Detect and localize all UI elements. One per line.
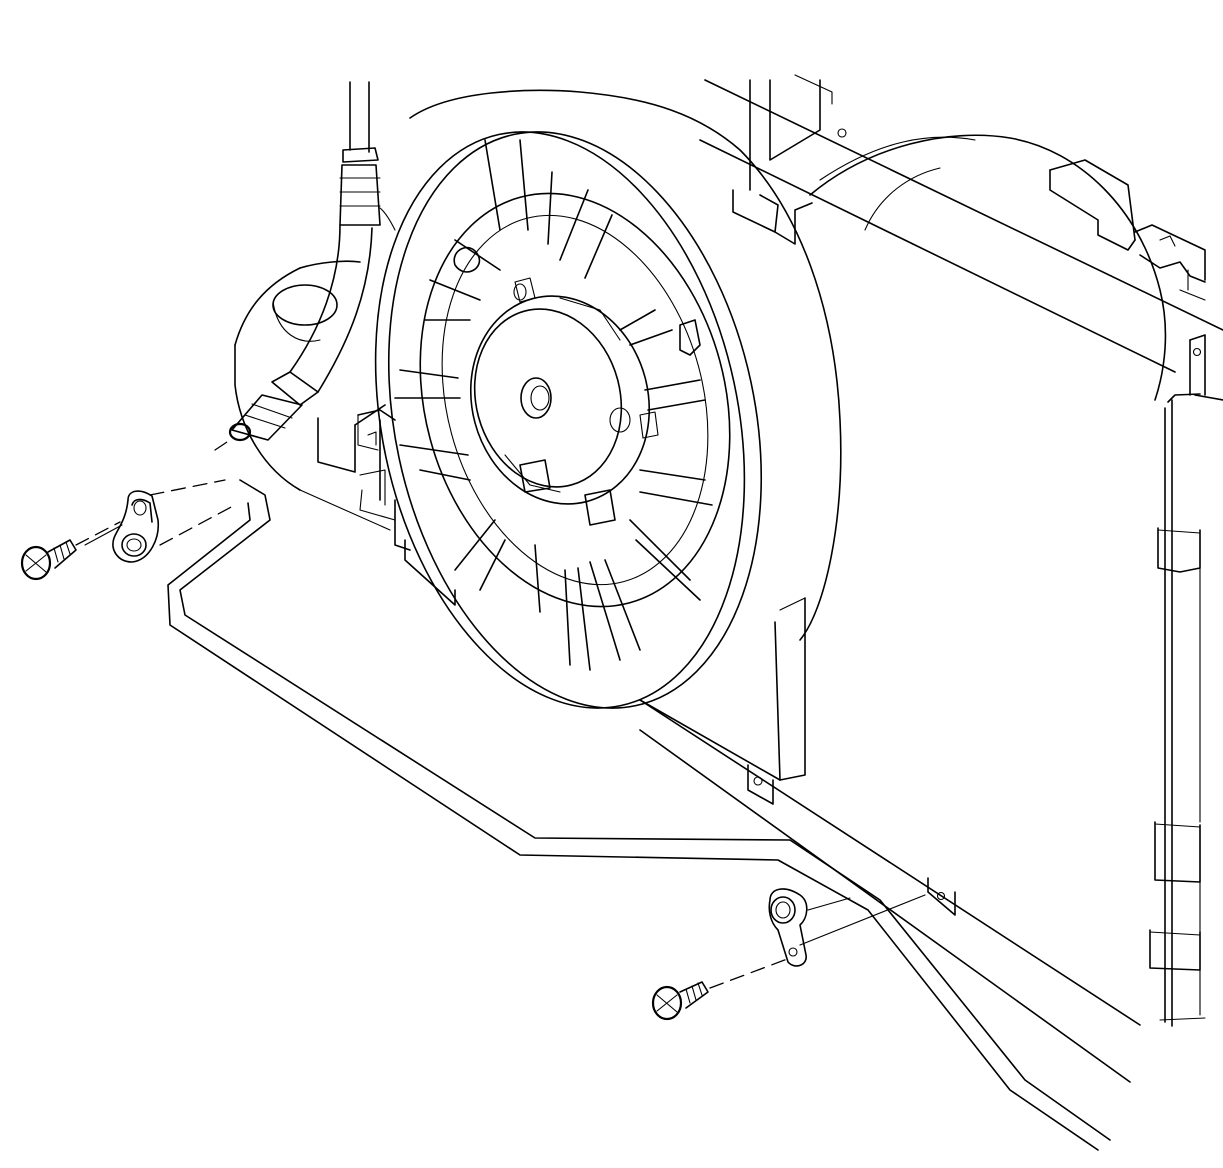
- clip-screw-right: [651, 957, 791, 1021]
- fan-shroud: [234, 89, 842, 781]
- clip-screw-left: [20, 521, 121, 581]
- cooling-fan: [374, 131, 763, 709]
- tube-clip-right: [768, 888, 926, 967]
- radiator-side-tank: [1149, 334, 1223, 1027]
- hose-fitting: [214, 147, 381, 451]
- tube-clip-left: [84, 479, 236, 563]
- radiator: [639, 74, 1223, 1083]
- fan-motor-hub: [469, 283, 651, 505]
- second-fan-shroud: [809, 134, 1167, 401]
- condenser-tube: [167, 81, 1111, 1151]
